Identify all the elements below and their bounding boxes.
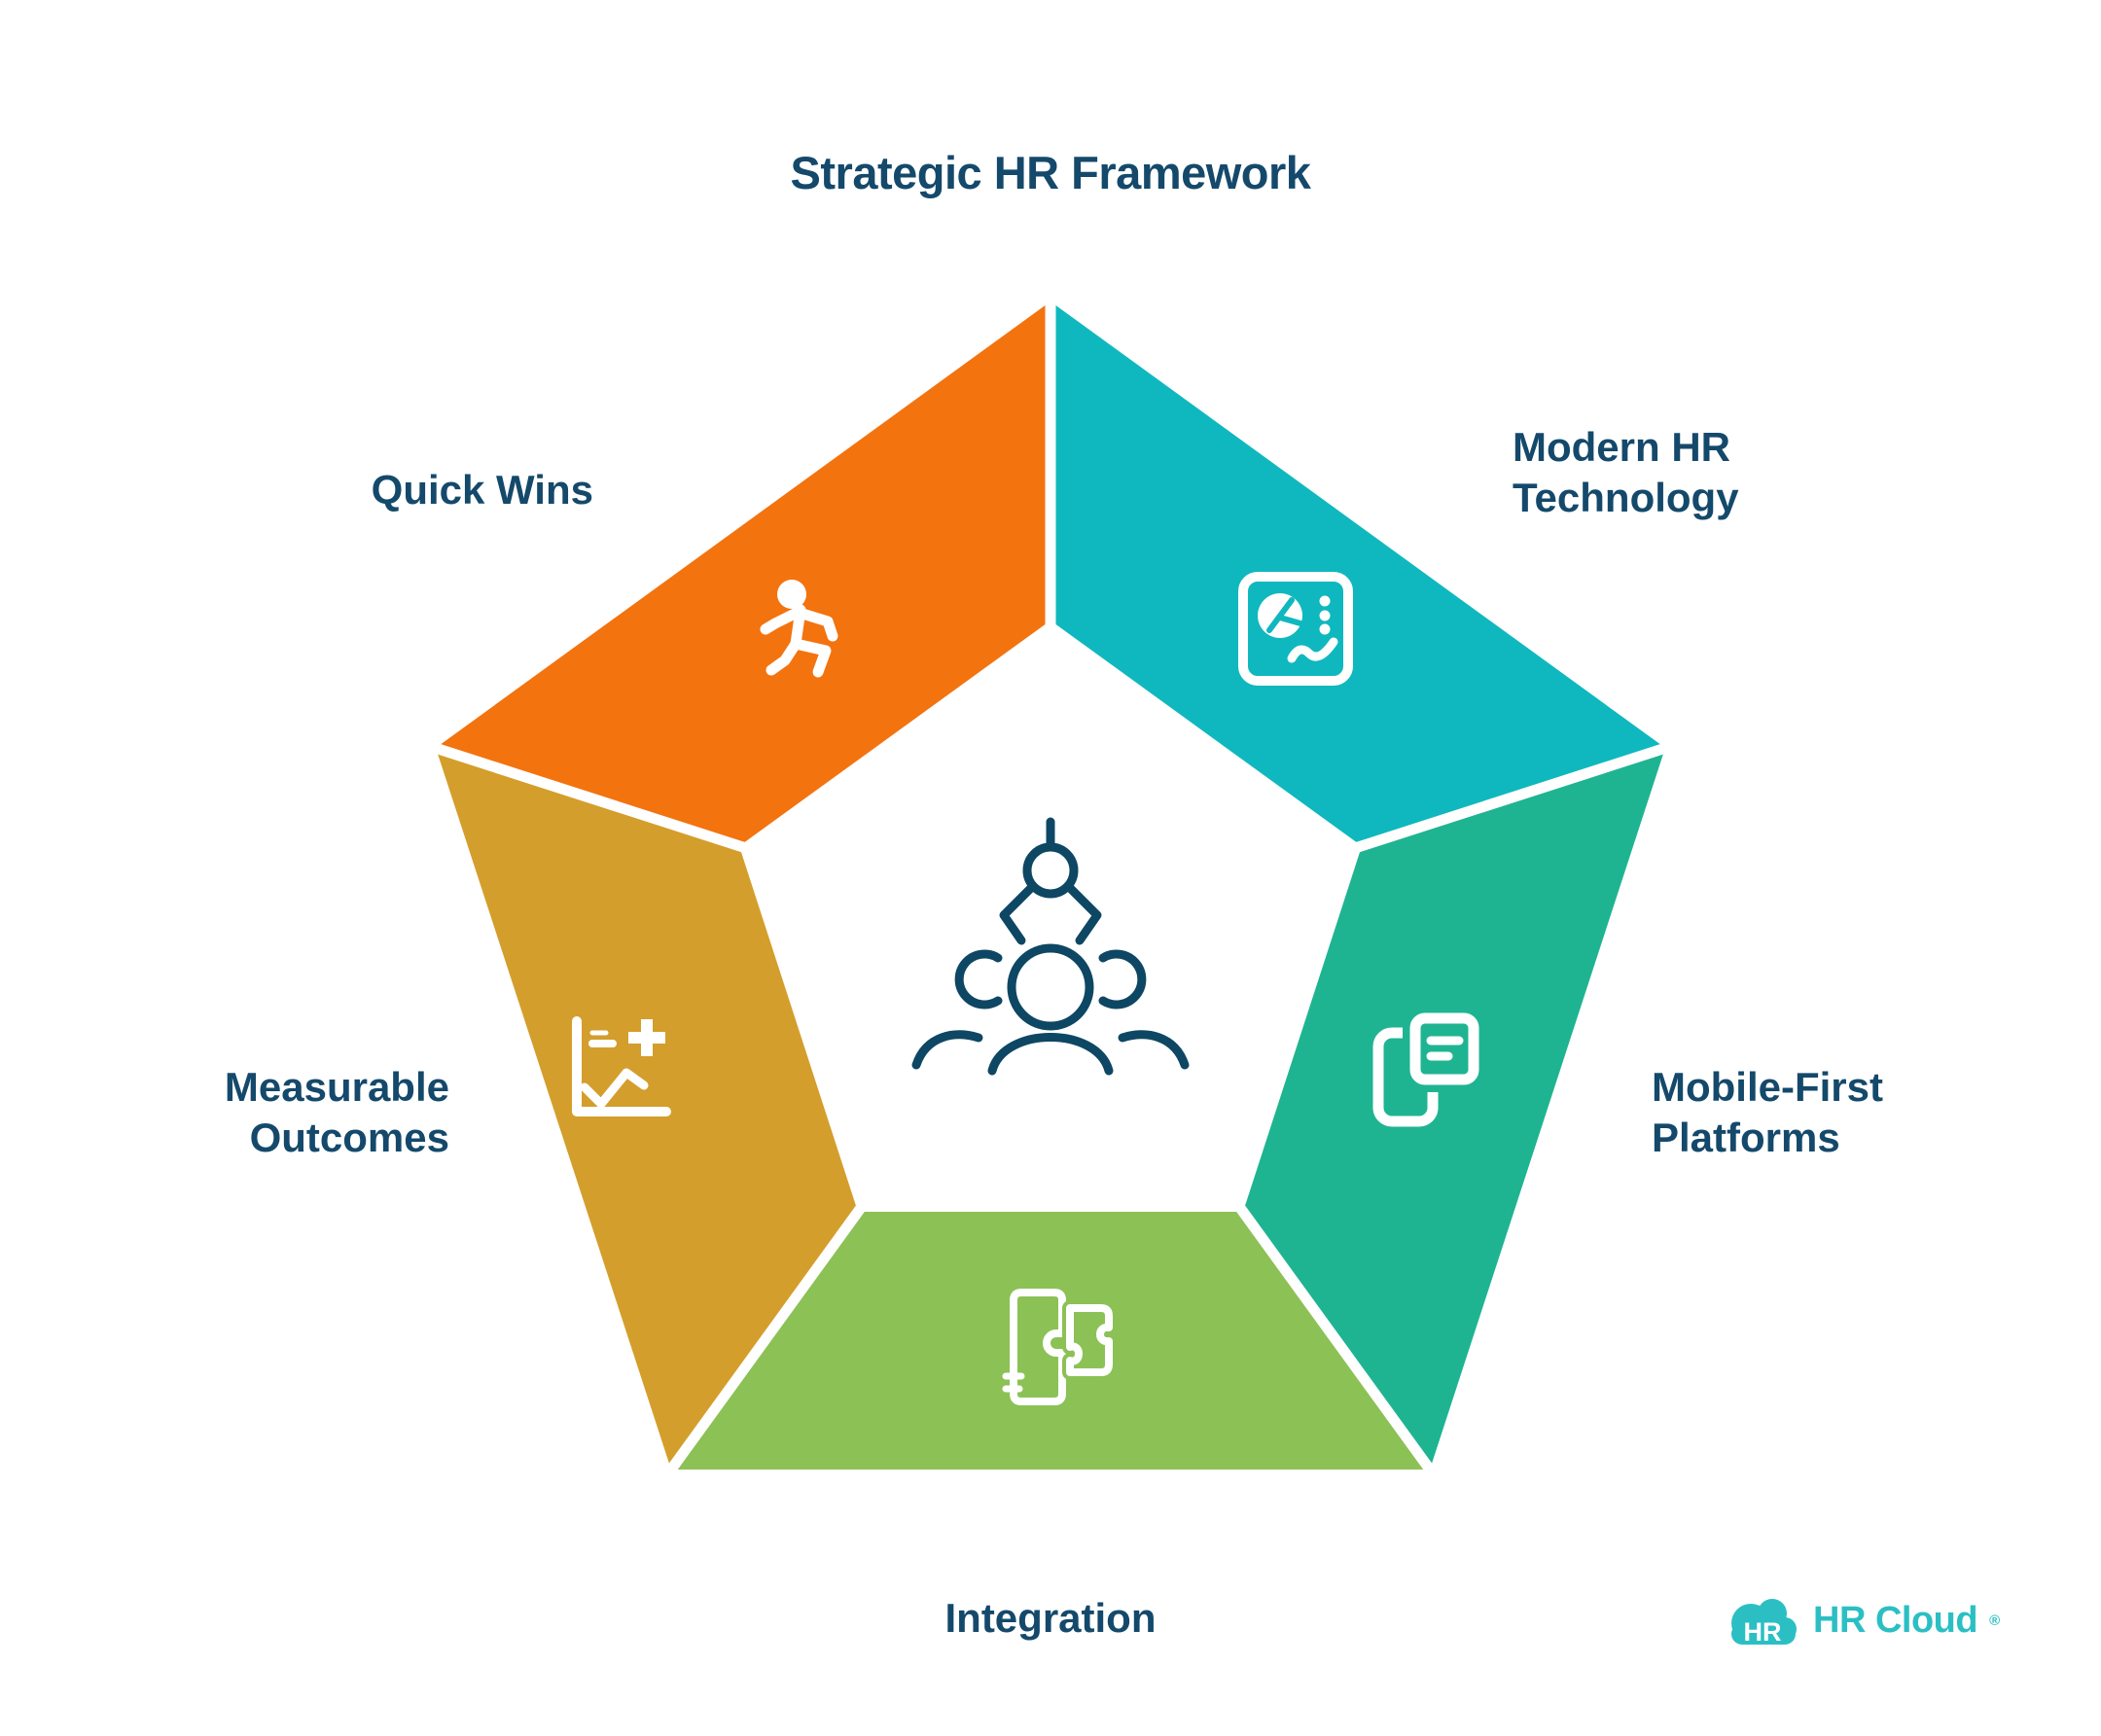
- segment-mobile-first-platforms: [1243, 748, 1665, 1470]
- label-integration: Integration: [944, 1595, 1157, 1641]
- registered-trademark-mark: ®: [1989, 1612, 2001, 1629]
- hr-cloud-icon: HR: [1731, 1599, 1797, 1647]
- talent-people-claw-icon: [911, 817, 1190, 1076]
- mobile-devices-icon: [1372, 1006, 1486, 1127]
- puzzle-pieces-icon: [1002, 1289, 1117, 1405]
- logo-badge-text: HR: [1744, 1617, 1782, 1647]
- hr-cloud-logo: HR HR Cloud ®: [1724, 1587, 2000, 1653]
- label-quick-wins: Quick Wins: [371, 467, 593, 513]
- plus-mark: [628, 1019, 665, 1056]
- screen-text-lines: [1426, 1036, 1464, 1061]
- puzzle-notch-dashes: [1002, 1372, 1025, 1393]
- pie-slice-cuts: [1266, 597, 1303, 633]
- analytics-dashboard-icon: [1238, 572, 1353, 686]
- segment-separators: [421, 288, 1680, 1484]
- label-measurable-outcomes: Measurable Outcomes: [224, 1064, 449, 1160]
- segment-modern-hr-technology: [1050, 301, 1665, 846]
- dashboard-dots: [1319, 595, 1331, 635]
- running-person-icon: [760, 580, 838, 678]
- logo-name: HR Cloud: [1813, 1599, 1978, 1641]
- chart-plus-icon: [572, 1016, 671, 1116]
- label-mobile-first-platforms: Mobile-First Platforms: [1652, 1064, 1883, 1160]
- label-modern-hr-technology: Modern HR Technology: [1513, 424, 1739, 520]
- page-title: Strategic HR Framework: [790, 147, 1311, 198]
- segment-quick-wins: [436, 301, 1050, 846]
